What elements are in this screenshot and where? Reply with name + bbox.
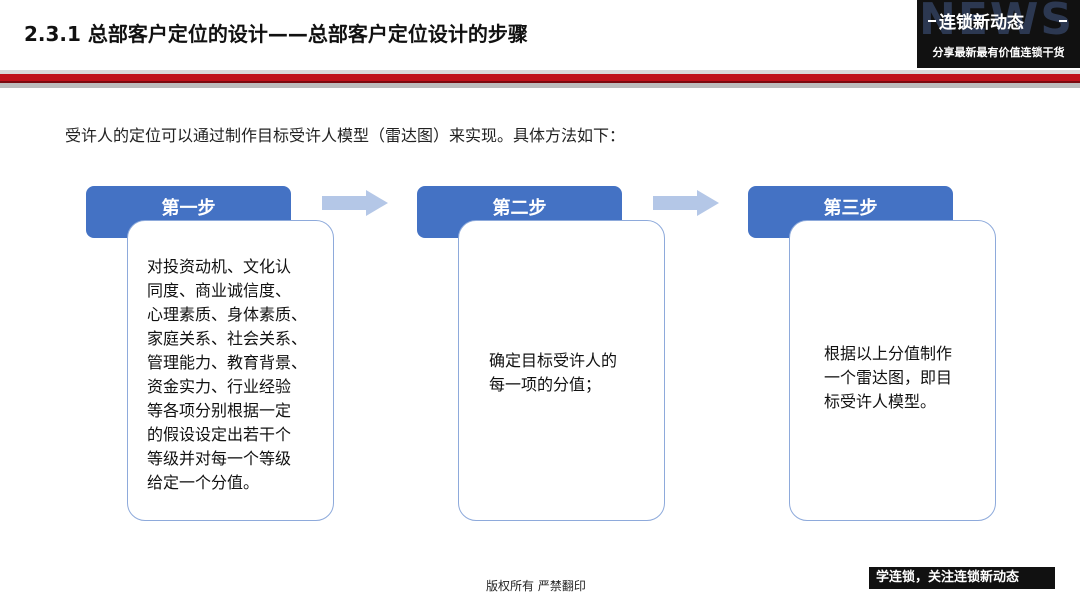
step-2-card: 确定目标受许人的 每一项的分值；: [458, 220, 665, 521]
logo-slogan: 分享最新最有价值连锁干货: [932, 46, 1065, 59]
logo-name: 连锁新动态: [939, 13, 1024, 33]
step-1-text: 对投资动机、文化认 同度、商业诚信度、 心理素质、身体素质、 家庭关系、社会关系…: [147, 255, 307, 495]
step-1-line: 家庭关系、社会关系、: [147, 329, 308, 348]
step-1-line: 同度、商业诚信度、: [147, 281, 292, 300]
step-2-line: 确定目标受许人的: [489, 351, 618, 370]
step-1-card: 对投资动机、文化认 同度、商业诚信度、 心理素质、身体素质、 家庭关系、社会关系…: [127, 220, 334, 521]
step-3-card: 根据以上分值制作 一个雷达图，即目 标受许人模型。: [789, 220, 996, 521]
step-3-line: 标受许人模型。: [824, 392, 937, 411]
step-1-line: 给定一个分值。: [147, 473, 260, 492]
step-1-label: 第一步: [161, 198, 216, 219]
step-1-line: 等各项分别根据一定: [147, 401, 292, 420]
copyright-footer: 版权所有 严禁翻印: [486, 579, 586, 593]
step-2-line: 每一项的分值；: [489, 375, 602, 394]
step-2-label: 第二步: [492, 198, 547, 219]
slide-title: 2.3.1 总部客户定位的设计——总部客户定位设计的步骤: [24, 22, 528, 46]
step-3-label: 第三步: [823, 198, 878, 219]
intro-text: 受许人的定位可以通过制作目标受许人模型（雷达图）来实现。具体方法如下：: [65, 126, 626, 145]
step-arrow-2-icon: [653, 190, 719, 216]
step-1-line: 心理素质、身体素质、: [147, 305, 308, 324]
logo-background-word: NEWS: [919, 0, 1075, 45]
brand-logo: NEWS 连锁新动态 分享最新最有价值连锁干货: [917, 0, 1080, 68]
step-3-text: 根据以上分值制作 一个雷达图，即目 标受许人模型。: [824, 342, 952, 414]
step-1-line: 对投资动机、文化认: [147, 257, 292, 276]
step-2-text: 确定目标受许人的 每一项的分值；: [489, 349, 617, 397]
footer-tagline: 学连锁，关注连锁新动态: [869, 567, 1055, 589]
step-1-line: 管理能力、教育背景、: [147, 353, 308, 372]
step-arrow-1-icon: [322, 190, 388, 216]
logo-dash-right: [1059, 20, 1067, 22]
step-1-line: 的假设设定出若干个: [147, 425, 292, 444]
header-divider-bar: [0, 70, 1080, 88]
step-1-line: 等级并对每一个等级: [147, 449, 292, 468]
step-3-line: 一个雷达图，即目: [824, 368, 953, 387]
logo-dash-left: [928, 20, 936, 22]
step-1-line: 资金实力、行业经验: [147, 377, 292, 396]
step-3-line: 根据以上分值制作: [824, 344, 953, 363]
